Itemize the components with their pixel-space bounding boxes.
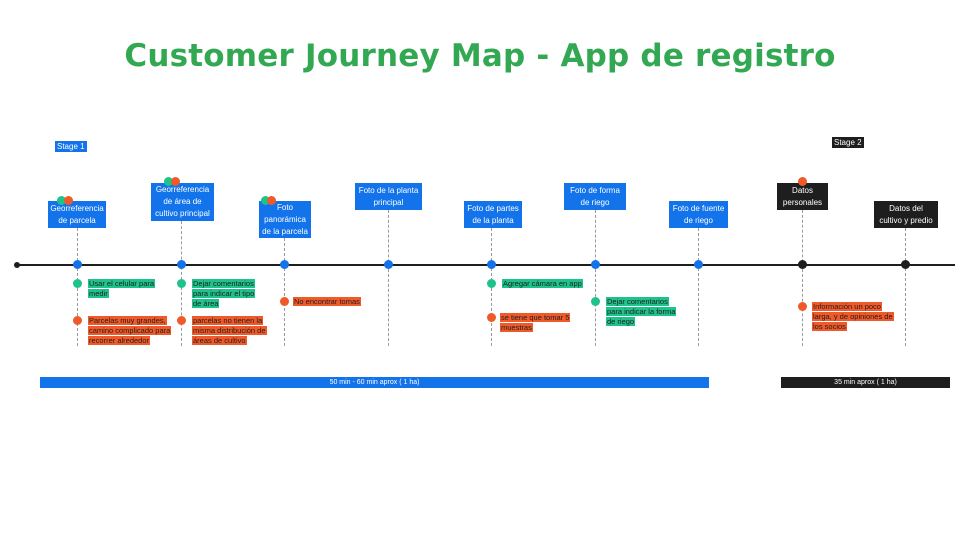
- step-card-2: Georreferencia de área de cultivo princi…: [151, 183, 214, 221]
- timeline-node-8: [798, 260, 807, 269]
- step-3-negative-note: No encontrar tomas: [293, 297, 361, 306]
- step-5-negative-note: se tiene que tomar 5 muestras: [500, 313, 571, 332]
- step-5-positive-note: Agregar cámara en app: [502, 279, 583, 288]
- timeline-start: [14, 262, 20, 268]
- step-2-negative-note: parcelas no tienen la misma distribución…: [192, 316, 267, 345]
- step-3-guide: [284, 238, 285, 346]
- step-1-negative-dot: [73, 316, 82, 325]
- timeline-axis: [16, 264, 955, 266]
- timeline-node-1: [73, 260, 82, 269]
- step-2-positive-note: Dejar comentarios para indicar el tipo d…: [192, 279, 256, 308]
- timeline-node-3: [280, 260, 289, 269]
- timeline-node-4: [384, 260, 393, 269]
- step-6-positive-note: Dejar comentarios para indicar la forma …: [606, 297, 677, 326]
- step-1-positive-note: Usar el celular para medir: [88, 279, 156, 298]
- step-9-guide: [905, 228, 906, 346]
- step-card-5: Foto de partes de la planta: [464, 201, 522, 228]
- step-1-positive-marker: [57, 196, 66, 205]
- step-card-7: Foto de fuente de riego: [669, 201, 728, 228]
- step-card-8: Datos personales: [777, 183, 828, 210]
- step-2-negative-marker: [171, 177, 180, 186]
- step-8-negative-note: Información un poco larga, y de opinione…: [812, 302, 894, 331]
- step-5-negative-dot: [487, 313, 496, 322]
- step-8-negative-marker: [798, 177, 807, 186]
- timeline-node-6: [591, 260, 600, 269]
- step-8-guide: [802, 210, 803, 346]
- step-3-negative-dot: [280, 297, 289, 306]
- step-8-negative-dot: [798, 302, 807, 311]
- step-2-negative-dot: [177, 316, 186, 325]
- timeline-node-7: [694, 260, 703, 269]
- step-card-4: Foto de la planta principal: [355, 183, 422, 210]
- step-2-positive-marker: [164, 177, 173, 186]
- step-6-guide: [595, 210, 596, 346]
- step-5-positive-dot: [487, 279, 496, 288]
- stage-2-duration-bar: 35 min aprox ( 1 ha): [781, 377, 950, 388]
- step-7-guide: [698, 228, 699, 346]
- page-title: Customer Journey Map - App de registro: [124, 38, 836, 74]
- step-card-3: Foto panorámica de la parcela: [259, 201, 311, 238]
- step-6-positive-dot: [591, 297, 600, 306]
- timeline-node-9: [901, 260, 910, 269]
- stage-2-label: Stage 2: [832, 137, 864, 148]
- step-1-negative-note: Parcelas muy grandes, camino complicado …: [88, 316, 172, 345]
- step-3-positive-marker: [261, 196, 270, 205]
- step-card-9: Datos del cultivo y predio: [874, 201, 938, 228]
- step-2-positive-dot: [177, 279, 186, 288]
- step-4-guide: [388, 210, 389, 346]
- step-3-negative-marker: [267, 196, 276, 205]
- stage-1-label: Stage 1: [55, 141, 87, 152]
- step-1-negative-marker: [64, 196, 73, 205]
- step-1-positive-dot: [73, 279, 82, 288]
- step-card-6: Foto de forma de riego: [564, 183, 626, 210]
- stage-1-duration-bar: 50 min - 60 min aprox ( 1 ha): [40, 377, 709, 388]
- step-card-1: Georreferencia de parcela: [48, 201, 106, 228]
- timeline-node-5: [487, 260, 496, 269]
- timeline-node-2: [177, 260, 186, 269]
